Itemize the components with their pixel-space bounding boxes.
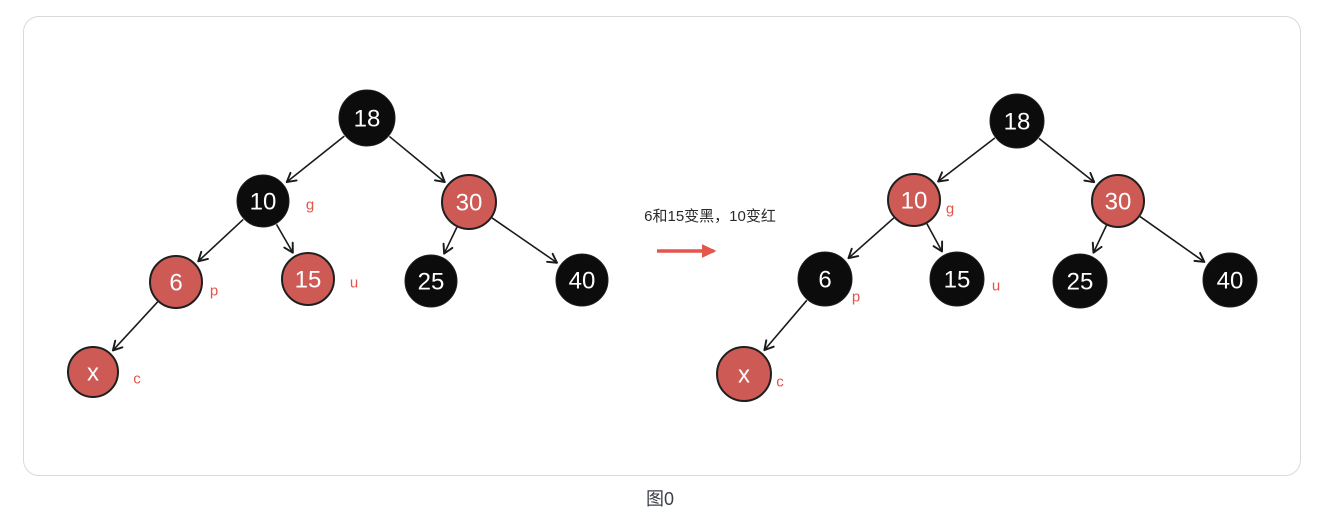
tree-node-value-6: 6: [169, 270, 182, 297]
tree-node-10: [887, 173, 941, 227]
figure-caption: 图0: [645, 489, 674, 509]
tree-edge-18-30: [1038, 137, 1096, 184]
tree-edge-10-15: [275, 223, 294, 254]
tree-node-18: [989, 93, 1045, 149]
tree-node-10: [236, 174, 290, 228]
tree-node-value-10: 10: [250, 189, 277, 216]
tree-node-value-10: 10: [901, 188, 928, 215]
tree-edge-10-15: [926, 223, 944, 253]
tree-before: 18 10 g 30 6 p 15 u 25 40 x c: [67, 89, 609, 398]
tree-node-30: [1091, 174, 1145, 228]
tree-node-tag-g: g: [306, 196, 314, 213]
tree-node-18: [338, 89, 396, 147]
tree-edge-30-25: [1091, 225, 1108, 254]
tree-edge-30-25: [442, 226, 458, 255]
tree-node-tag-u: u: [350, 274, 358, 291]
tree-node-25: [1052, 253, 1108, 309]
tree-node-value-40: 40: [1217, 268, 1244, 295]
tree-node-value-18: 18: [1004, 109, 1031, 136]
tree-node-value-30: 30: [456, 190, 483, 217]
tree-node-15: [929, 251, 985, 307]
tree-node-40: [555, 253, 609, 307]
tree-node-value-40: 40: [569, 268, 596, 295]
tree-after: 18 10 g 30 6 p 15 u 25 40 x c: [716, 93, 1258, 402]
tree-edge-10-6: [847, 217, 895, 260]
tree-node-30: [441, 174, 497, 230]
tree-node-tag-u: u: [992, 277, 1000, 294]
tree-node-15: [281, 252, 335, 306]
tree-node-tag-p: p: [210, 282, 218, 299]
tree-node-value-18: 18: [354, 106, 381, 133]
tree-edge-30-40: [491, 217, 558, 264]
tree-node-x: [67, 346, 119, 398]
tree-node-value-6: 6: [818, 267, 831, 294]
tree-node-value-15: 15: [295, 267, 322, 294]
tree-edge-6-x: [111, 301, 159, 352]
tree-node-6: [149, 255, 203, 309]
tree-node-6: [797, 251, 853, 307]
tree-node-value-25: 25: [1067, 269, 1094, 296]
transition-label: 6和15变黑，10变红: [644, 208, 776, 225]
tree-node-x: [716, 346, 772, 402]
tree-edge-18-10: [285, 135, 345, 184]
tree-node-value-x: x: [738, 362, 750, 389]
tree-edge-6-x: [763, 299, 808, 352]
diagram-panel: [23, 16, 1301, 476]
tree-node-tag-c: c: [776, 373, 784, 390]
tree-edge-30-40: [1139, 215, 1206, 263]
tree-node-tag-p: p: [852, 288, 860, 305]
tree-node-value-30: 30: [1105, 189, 1132, 216]
tree-edge-18-10: [937, 137, 996, 183]
tree-edge-10-6: [197, 218, 244, 263]
tree-node-value-15: 15: [944, 267, 971, 294]
tree-node-25: [404, 254, 458, 308]
tree-node-value-25: 25: [418, 269, 445, 296]
tree-edge-18-30: [388, 135, 446, 184]
tree-node-value-x: x: [87, 360, 99, 387]
tree-node-40: [1202, 252, 1258, 308]
tree-node-tag-g: g: [946, 200, 954, 217]
tree-node-tag-c: c: [133, 370, 141, 387]
